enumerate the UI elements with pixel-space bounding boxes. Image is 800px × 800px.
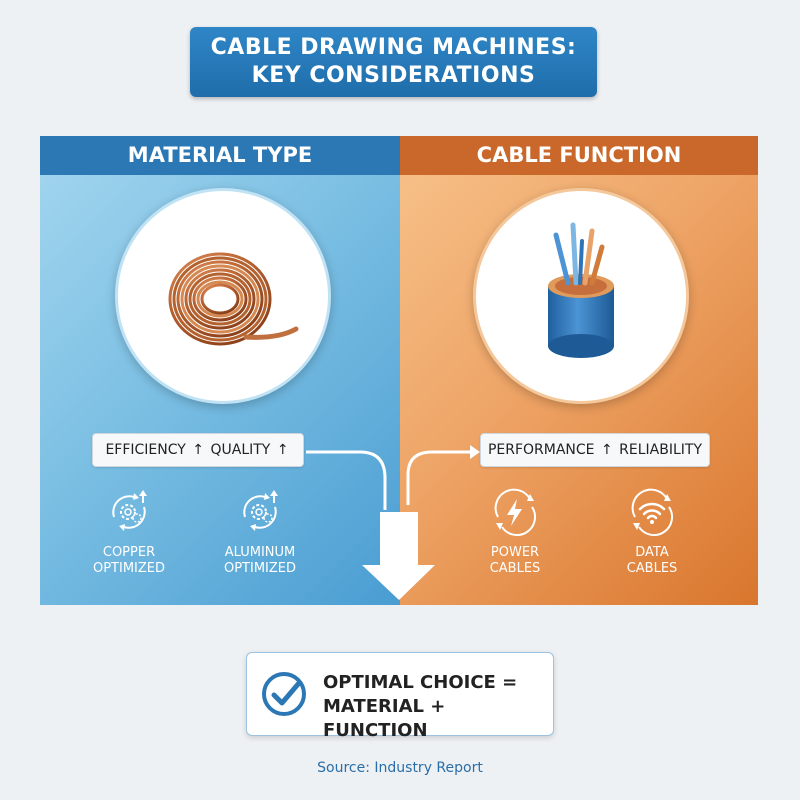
aluminum-label: ALUMINUM [224,545,296,560]
copper-coil-image [115,188,331,404]
result-box: OPTIMAL CHOICE = MATERIAL + FUNCTION [246,652,554,741]
cable-cross-section-image [473,188,689,404]
lightning-icon [494,488,537,536]
wifi-icon [631,488,674,536]
power-label: POWER [490,545,540,560]
function-flow-arrow [406,450,470,505]
data-cables-item: DATA CABLES [597,487,707,577]
arrowhead-icon [470,445,480,459]
cables-label: CABLES [626,561,678,576]
optimized-label: OPTIMIZED [92,561,166,576]
up-arrow-icon: ↑ [276,442,289,458]
material-type-header: MATERIAL TYPE [40,136,400,175]
data-label: DATA [635,545,669,560]
performance-label: PERFORMANCE [487,442,595,458]
performance-reliability-tag: PERFORMANCE ↑ RELIABILITY [480,433,710,467]
optimal-choice-label: OPTIMAL CHOICE = [323,672,518,693]
title-line-2: KEY CONSIDERATIONS [251,63,536,88]
reliability-label: RELIABILITY [619,442,703,458]
copper-coil-icon [168,252,299,346]
gears-cycle-icon [243,490,278,531]
title-line-1: CABLE DRAWING MACHINES: [210,35,577,60]
gears-cycle-icon [112,490,147,531]
optimized-label: OPTIMIZED [223,561,297,576]
material-flow-arrow [306,450,387,510]
efficiency-quality-tag: EFFICIENCY ↑ QUALITY ↑ [92,433,304,467]
power-cables-item: POWER CABLES [460,487,570,577]
up-arrow-icon: ↑ [192,442,205,458]
aluminum-optimized-item: ALUMINUM OPTIMIZED [205,487,315,577]
cable-function-panel: CABLE FUNCTION PERFORMANCE ↑ RELIABILITY [400,136,758,605]
copper-label: COPPER [102,545,156,560]
source-caption: Source: Industry Report [317,760,483,776]
down-arrow-icon [362,512,435,600]
efficiency-label: EFFICIENCY [105,442,186,458]
cable-cross-section-icon [548,222,614,358]
check-circle-icon [262,672,306,716]
cable-function-header: CABLE FUNCTION [400,136,758,175]
material-type-panel: MATERIAL TYPE EFFICIENCY ↑ QUALITY [40,136,400,605]
copper-optimized-item: COPPER OPTIMIZED [74,487,184,577]
title-banner: CABLE DRAWING MACHINES: KEY CONSIDERATIO… [190,27,597,97]
up-arrow-icon: ↑ [600,442,613,458]
cables-label: CABLES [489,561,541,576]
material-function-label: MATERIAL + FUNCTION [323,696,446,741]
quality-label: QUALITY [210,442,271,458]
